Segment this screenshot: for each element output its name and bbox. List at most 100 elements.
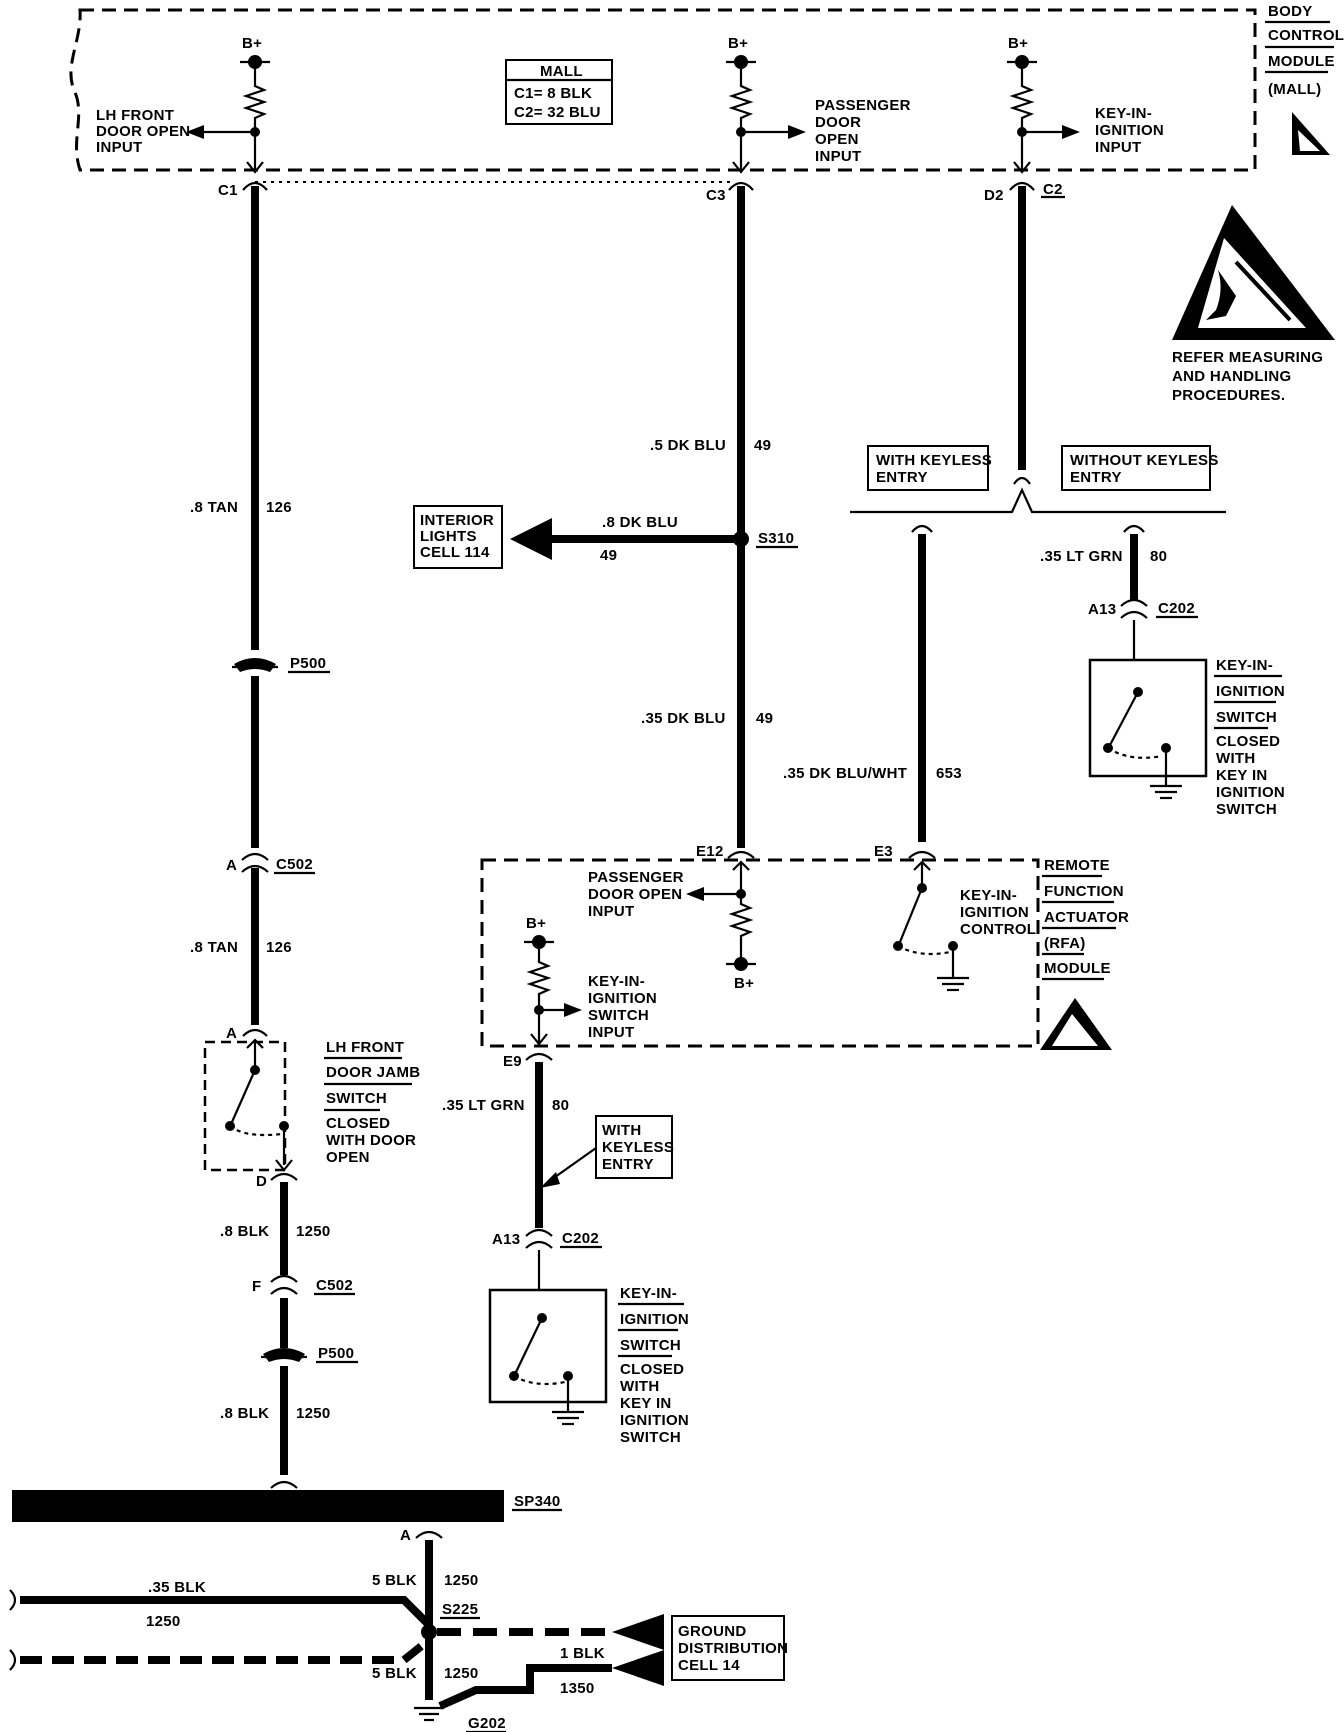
svg-text:CLOSED: CLOSED: [1216, 733, 1280, 750]
svg-text:B+: B+: [1008, 35, 1028, 52]
svg-text:ENTRY: ENTRY: [602, 1156, 654, 1173]
svg-text:G202: G202: [468, 1715, 506, 1732]
sp340-bus: SP340 A: [12, 1480, 562, 1544]
svg-text:KEY-IN-: KEY-IN-: [960, 887, 1017, 904]
svg-text:C502: C502: [316, 1277, 353, 1294]
svg-text:E3: E3: [874, 843, 893, 860]
svg-text:SP340: SP340: [514, 1493, 561, 1510]
svg-text:F: F: [252, 1278, 261, 1295]
svg-text:.35 LT GRN: .35 LT GRN: [1040, 548, 1123, 565]
svg-text:B+: B+: [728, 35, 748, 52]
svg-text:WITH KEYLESS: WITH KEYLESS: [876, 452, 992, 469]
svg-text:SWITCH: SWITCH: [588, 1007, 649, 1024]
svg-text:C3: C3: [706, 187, 726, 204]
svg-text:.8 BLK: .8 BLK: [220, 1405, 269, 1422]
svg-text:.35 DK BLU: .35 DK BLU: [641, 710, 726, 727]
svg-text:KEY-IN-: KEY-IN-: [1095, 105, 1152, 122]
svg-text:PROCEDURES.: PROCEDURES.: [1172, 387, 1285, 404]
svg-text:(RFA): (RFA): [1044, 935, 1086, 952]
wire-49-labels: .5 DK BLU 49 .35 DK BLU 49 S310: [641, 437, 798, 727]
svg-text:KEY IN: KEY IN: [1216, 767, 1268, 784]
svg-text:1250: 1250: [444, 1572, 479, 1589]
svg-text:ENTRY: ENTRY: [1070, 469, 1122, 486]
svg-text:INPUT: INPUT: [96, 139, 143, 156]
ground-labels: .35 BLK 1250 5 BLK 1250 S225 1 BLK 1350 …: [146, 1572, 605, 1732]
svg-text:P500: P500: [290, 655, 326, 672]
svg-text:.35 DK BLU/WHT: .35 DK BLU/WHT: [783, 765, 907, 782]
svg-text:PASSENGER: PASSENGER: [815, 97, 911, 114]
svg-text:MODULE: MODULE: [1268, 53, 1335, 70]
svg-text:WITH: WITH: [602, 1122, 642, 1139]
svg-text:1 BLK: 1 BLK: [560, 1645, 605, 1662]
with-keyless-entry-box: WITH KEYLESS ENTRY: [867, 445, 992, 491]
svg-text:5 BLK: 5 BLK: [372, 1572, 417, 1589]
wire-1250-left: D: [256, 1172, 298, 1475]
svg-text:IGNITION: IGNITION: [960, 904, 1029, 921]
svg-text:INPUT: INPUT: [1095, 139, 1142, 156]
wire-126-labels: .8 TAN 126 .8 TAN 126: [190, 499, 292, 956]
svg-text:(MALL): (MALL): [1268, 81, 1321, 98]
svg-text:C202: C202: [1158, 600, 1195, 617]
svg-text:5 BLK: 5 BLK: [372, 1665, 417, 1682]
svg-text:D2: D2: [984, 187, 1004, 204]
svg-text:AND HANDLING: AND HANDLING: [1172, 368, 1291, 385]
svg-text:LIGHTS: LIGHTS: [420, 528, 477, 545]
lh-front-door-input-label: LH FRONT DOOR OPEN INPUT: [96, 107, 190, 156]
svg-text:B+: B+: [734, 975, 754, 992]
passenger-door-input-label: PASSENGER DOOR OPEN INPUT: [815, 97, 911, 165]
wire-key-in-top: [850, 186, 1226, 514]
svg-text:E9: E9: [503, 1053, 522, 1070]
svg-text:.5 DK BLU: .5 DK BLU: [650, 437, 726, 454]
esd-warning-icon-small: [1292, 112, 1330, 155]
interior-lights-branch: .8 DK BLU 49 INTERIOR LIGHTS CELL 114: [413, 505, 741, 569]
svg-text:CELL 14: CELL 14: [678, 1657, 740, 1674]
bcm-box: [69, 8, 1257, 183]
svg-text:B+: B+: [526, 915, 546, 932]
svg-text:WITH: WITH: [620, 1378, 660, 1395]
svg-text:IGNITION: IGNITION: [588, 990, 657, 1007]
svg-text:C502: C502: [276, 856, 313, 873]
wire-80-right: .35 LT GRN 80 A13 C202: [1040, 524, 1198, 660]
rfa-pins: E12 E3 E9: [503, 843, 936, 1070]
wire-653: .35 DK BLU/WHT 653: [783, 524, 962, 842]
svg-text:OPEN: OPEN: [815, 131, 859, 148]
svg-text:.8 TAN: .8 TAN: [190, 499, 238, 516]
svg-text:C2= 32 BLU: C2= 32 BLU: [514, 104, 601, 121]
p500-grommet-lower: P500: [261, 1345, 358, 1364]
svg-text:KEYLESS: KEYLESS: [602, 1139, 674, 1156]
svg-text:D: D: [256, 1173, 267, 1190]
c502-connector-f: F C502: [252, 1274, 355, 1296]
svg-text:49: 49: [754, 437, 771, 454]
svg-text:1250: 1250: [296, 1223, 331, 1240]
svg-text:SWITCH: SWITCH: [326, 1090, 387, 1107]
rfa-key-in-control-switch: [893, 860, 969, 992]
key-in-ignition-switch-right: [1088, 658, 1208, 800]
bcm-pins: C1 C3 D2 C2: [218, 181, 1065, 204]
svg-text:126: 126: [266, 939, 292, 956]
svg-text:KEY-IN-: KEY-IN-: [1216, 657, 1273, 674]
esd-note: REFER MEASURING AND HANDLING PROCEDURES.: [1172, 349, 1323, 404]
svg-text:FUNCTION: FUNCTION: [1044, 883, 1124, 900]
svg-text:DOOR OPEN: DOOR OPEN: [96, 123, 190, 140]
rfa-module-title: REMOTE FUNCTION ACTUATOR (RFA) MODULE: [1042, 857, 1129, 981]
esd-warning-icon: [1172, 205, 1335, 340]
wire-1250-labels: .8 BLK 1250 .8 BLK 1250: [220, 1223, 331, 1422]
lh-front-door-jamb-switch: A: [203, 1025, 293, 1172]
svg-text:653: 653: [936, 765, 962, 782]
ground-distribution-box: GROUND DISTRIBUTION CELL 14: [671, 1615, 788, 1681]
bcm-title: BODY CONTROL MODULE (MALL): [1265, 3, 1344, 98]
svg-text:KEY-IN-: KEY-IN-: [588, 973, 645, 990]
svg-text:126: 126: [266, 499, 292, 516]
svg-text:A: A: [226, 1025, 237, 1042]
svg-text:OPEN: OPEN: [326, 1149, 370, 1166]
svg-text:PASSENGER: PASSENGER: [588, 869, 684, 886]
svg-text:DOOR: DOOR: [815, 114, 861, 131]
svg-text:C1: C1: [218, 182, 238, 199]
svg-text:80: 80: [1150, 548, 1167, 565]
esd-warning-icon-rfa: [1040, 998, 1112, 1050]
svg-text:1350: 1350: [560, 1680, 595, 1697]
svg-text:ACTUATOR: ACTUATOR: [1044, 909, 1129, 926]
c502-connector-a: A C502: [226, 852, 315, 875]
svg-text:C202: C202: [562, 1230, 599, 1247]
svg-text:SWITCH: SWITCH: [620, 1337, 681, 1354]
